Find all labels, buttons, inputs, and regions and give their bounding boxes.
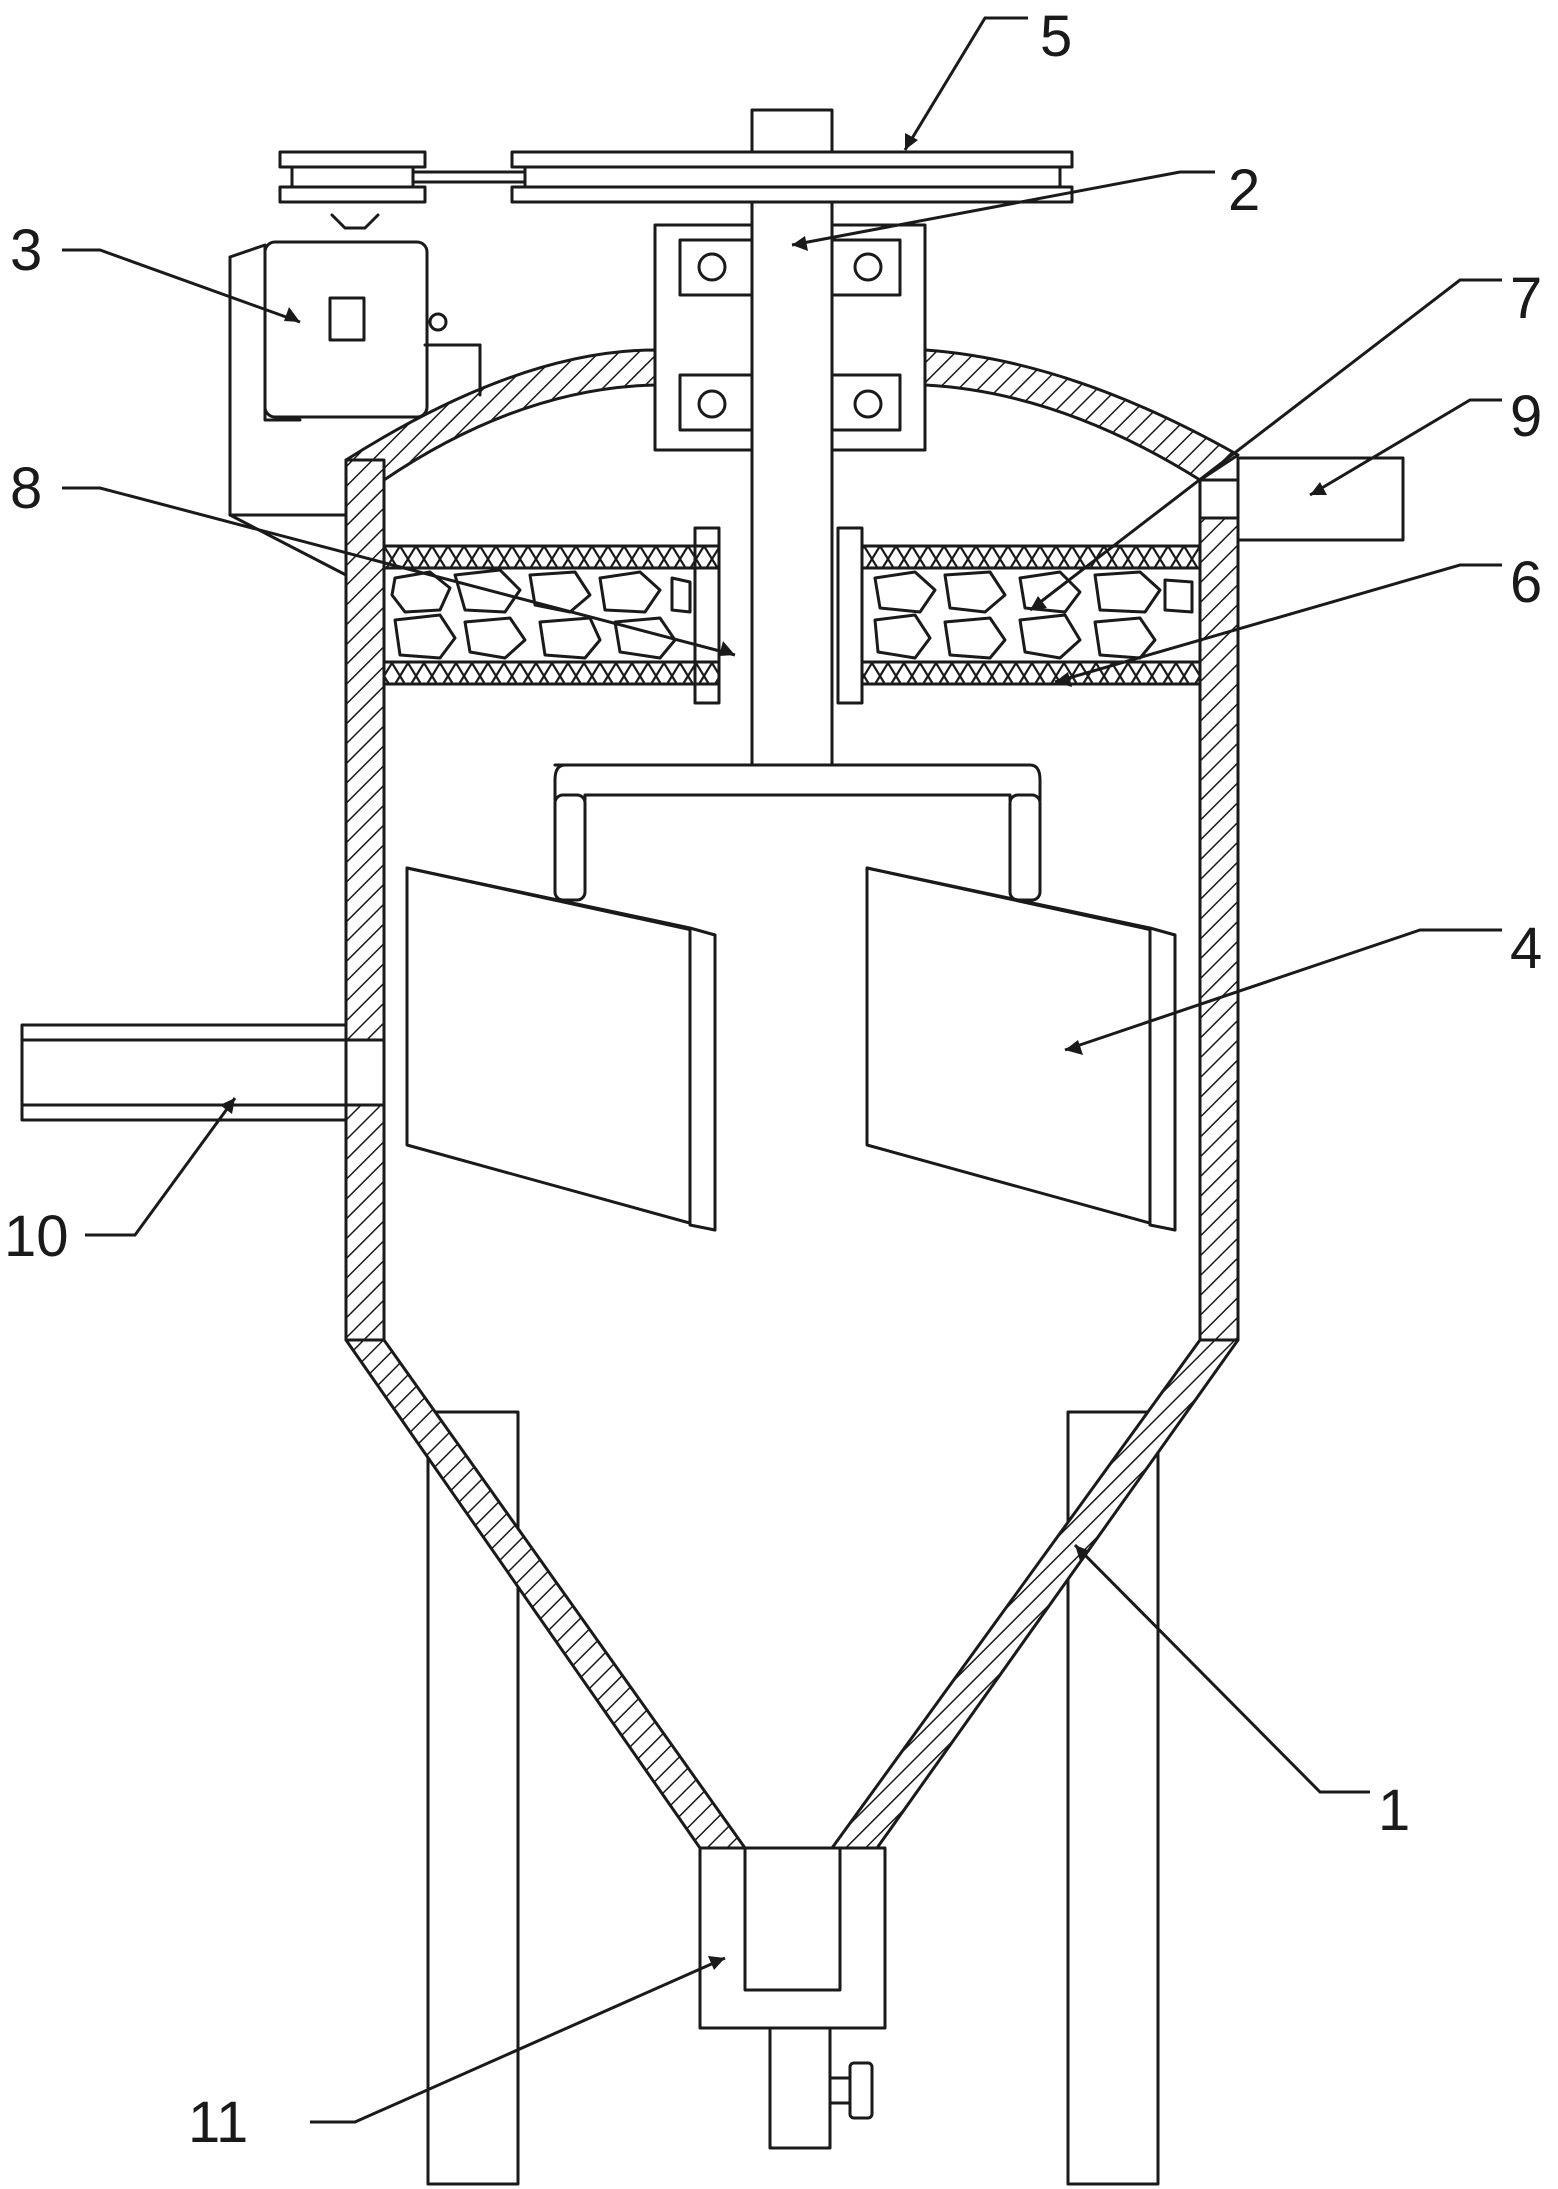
rotating-shaft [750,183,834,772]
inlet-pipe [20,1023,386,1122]
label-7: 7 [1510,266,1542,331]
label-6: 6 [1510,550,1542,615]
label-3: 3 [10,218,42,283]
leader-lines [62,16,1502,2124]
label-2: 2 [1228,158,1260,223]
label-11: 11 [188,2090,248,2155]
label-10: 10 [4,1204,69,1269]
filter-layer-right [836,526,1202,705]
label-9: 9 [1510,384,1542,449]
filter-layer-left [382,526,721,705]
label-1: 1 [1378,1778,1410,1843]
discharge-valve [698,1846,887,2150]
label-5: 5 [1040,4,1072,69]
stirrer [405,763,1177,1232]
belt-drive [278,108,1074,204]
label-8: 8 [10,456,42,521]
motor [228,213,482,577]
label-4: 4 [1510,916,1542,981]
gas-outlet-pipe [1198,456,1405,542]
